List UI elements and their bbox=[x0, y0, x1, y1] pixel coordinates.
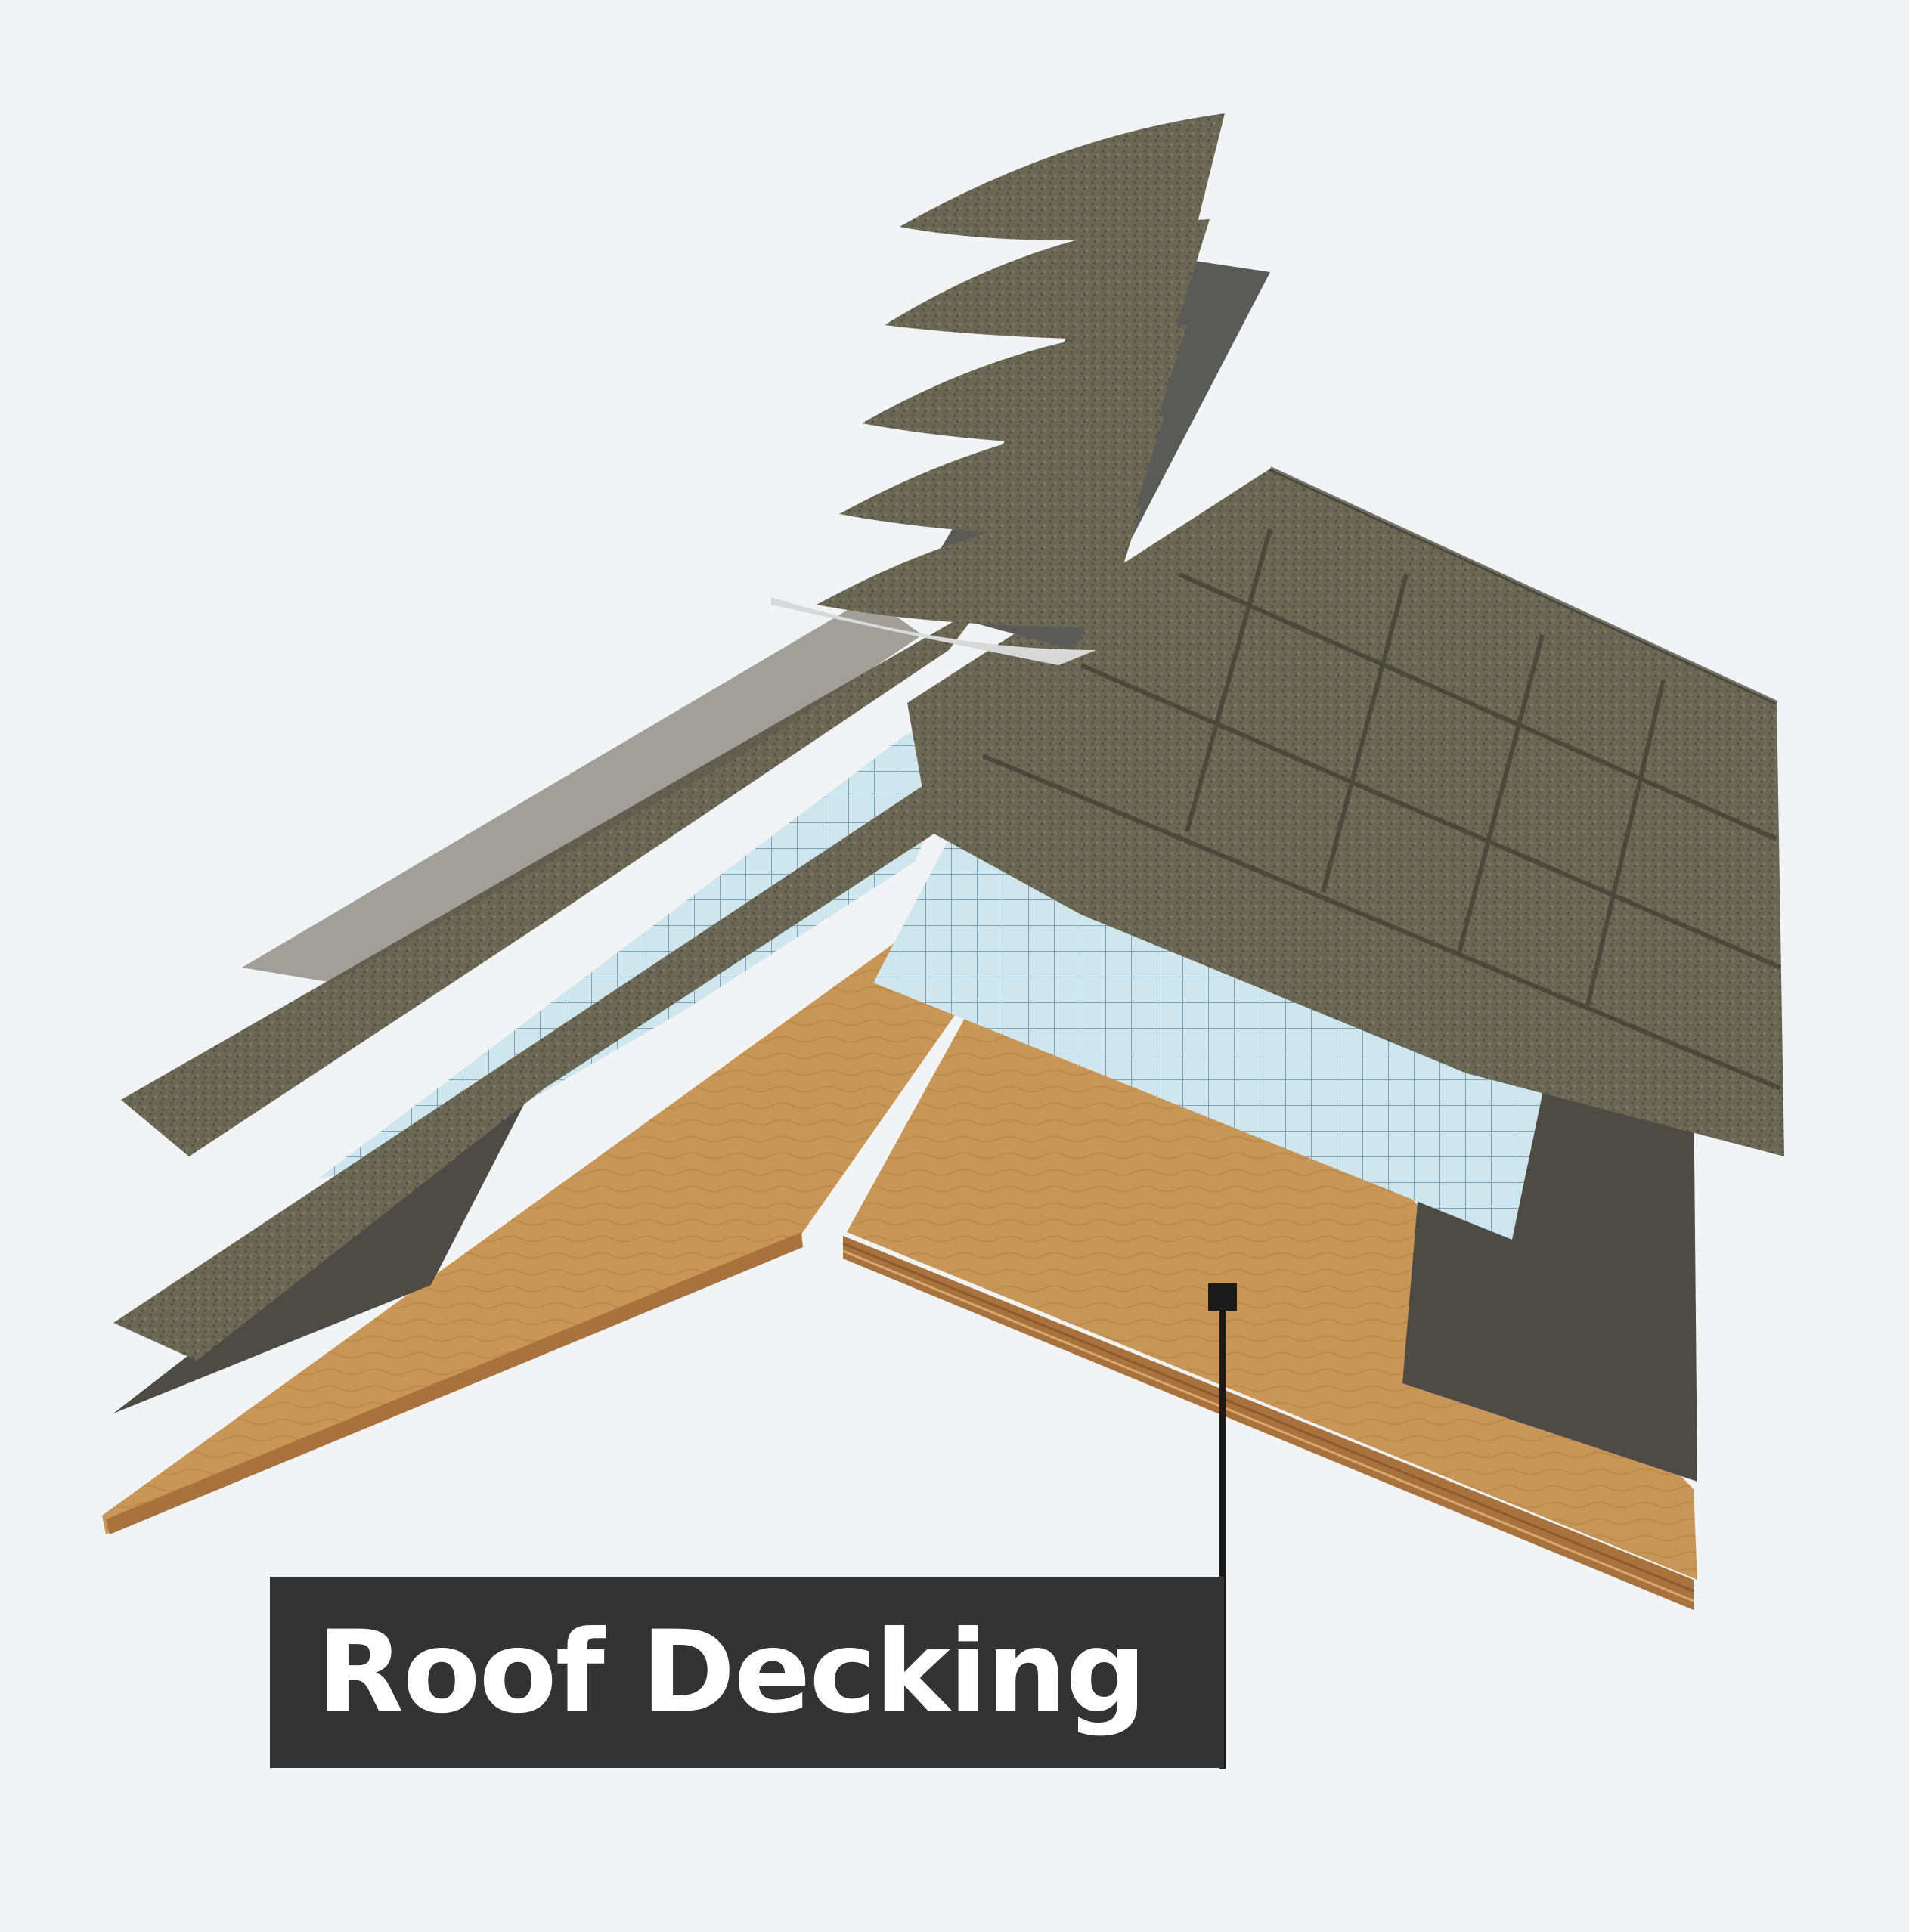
underlayment-left bbox=[318, 665, 998, 1179]
ridge-cap-shingles bbox=[771, 113, 1225, 665]
roof-decking-callout: Roof Decking bbox=[270, 1577, 1224, 1768]
callout-label: Roof Decking bbox=[317, 1606, 1147, 1738]
shingles-right bbox=[907, 466, 1784, 1156]
shingles-left bbox=[113, 597, 983, 1361]
decking-right bbox=[842, 1013, 1697, 1610]
decking-left bbox=[102, 915, 956, 1534]
square-marker-icon bbox=[1208, 1283, 1237, 1311]
